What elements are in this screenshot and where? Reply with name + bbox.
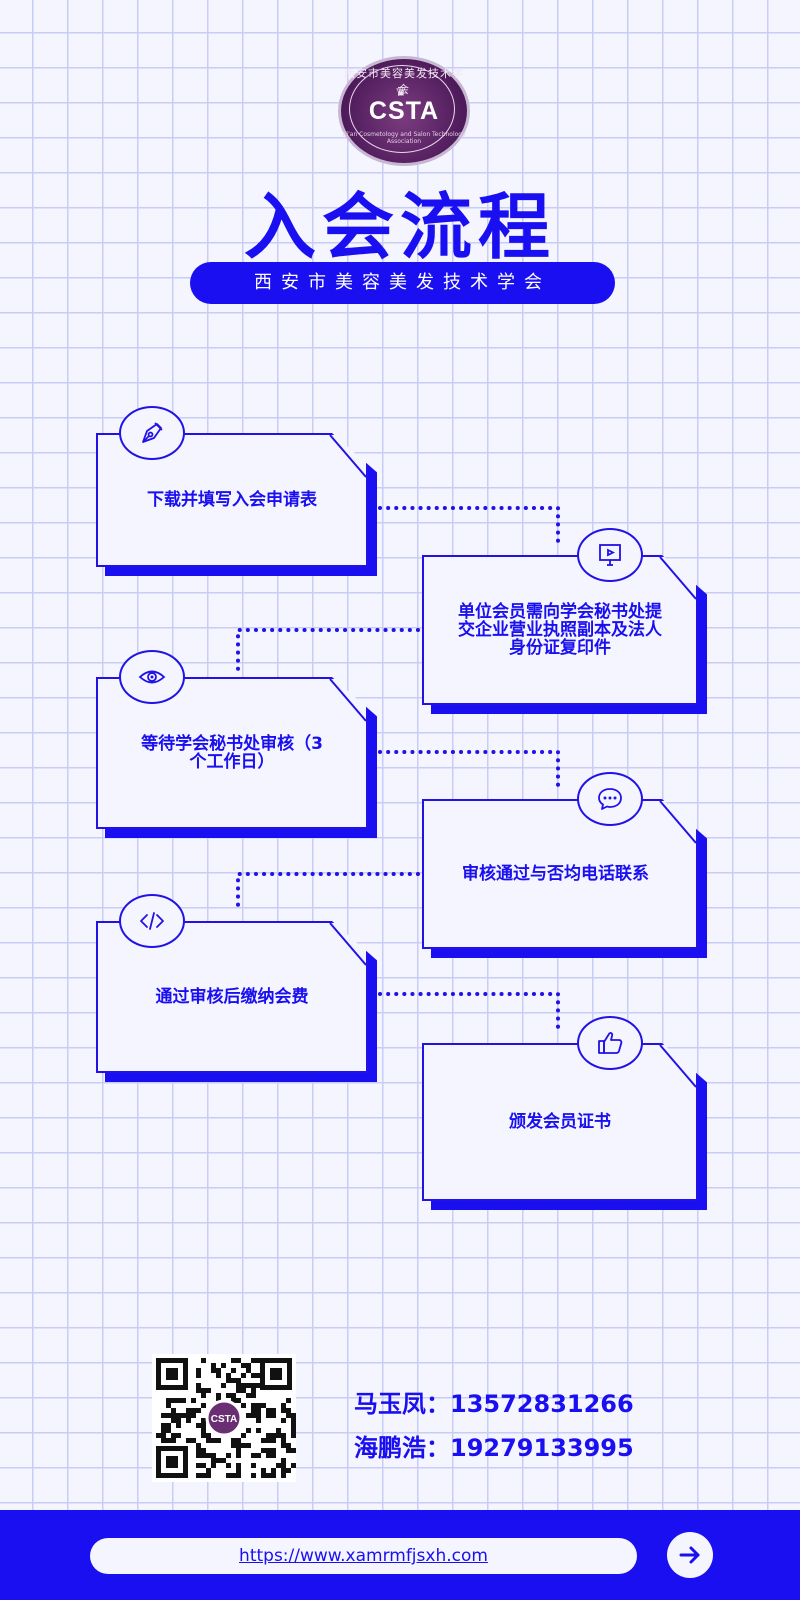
page-fold [658, 1043, 698, 1089]
qr-code: CSTA [152, 1354, 296, 1482]
qr-logo-text: CSTA [211, 1414, 237, 1425]
step-connectors [236, 506, 560, 1036]
website-link[interactable]: https://www.xamrmfjsxh.com [90, 1538, 637, 1574]
step-badge-1 [119, 406, 185, 460]
step-card-2: 单位会员需向学会秘书处提交企业营业执照副本及法人身份证复印件 [422, 555, 698, 705]
step-badge-2 [577, 528, 643, 582]
logo-csta-text: CSTA [368, 97, 440, 125]
page-fold [328, 921, 368, 967]
page-title: 入会流程 [243, 185, 556, 269]
connector-2-3 [236, 628, 420, 674]
arrow-right-icon [679, 1546, 700, 1564]
association-name-pill: 西安市美容美发技术学会 [190, 262, 615, 304]
contact-2: 海鹏浩：19279133995 [354, 1434, 634, 1462]
page-fold [328, 677, 368, 723]
csta-logo: 西安市美容美发技术学会 ♛ CSTA Xi'an Cosmetology and… [338, 56, 470, 166]
step-card-6: 颁发会员证书 [422, 1043, 698, 1201]
qr-logo [205, 1399, 243, 1437]
page-fold [658, 555, 698, 601]
page-fold [328, 433, 368, 479]
step-badge-5 [119, 894, 185, 948]
contact-1: 马玉凤：13572831266 [354, 1390, 634, 1418]
page-fold [658, 799, 698, 845]
go-button[interactable] [667, 1532, 713, 1578]
step-badge-6 [577, 1016, 643, 1070]
connector-5-6 [378, 992, 560, 1036]
step-text-1: 下载并填写入会申请表 [147, 490, 317, 510]
step-text-4: 审核通过与否均电话联系 [462, 864, 649, 884]
logo-ring [349, 65, 455, 153]
code-icon [140, 912, 164, 930]
connector-3-4 [378, 750, 560, 794]
step-text-6: 颁发会员证书 [509, 1112, 611, 1132]
connector-1-2 [378, 506, 560, 550]
step-badge-3 [119, 650, 185, 704]
connector-4-5 [236, 872, 420, 914]
logo-arc-text: 西安市美容美发技术学会 [344, 67, 464, 96]
step-text-5: 通过审核后缴纳会费 [155, 987, 309, 1007]
thumbs-up-icon [598, 1032, 623, 1054]
pen-nib-icon [142, 422, 163, 443]
logo-sub-text: Xi'an Cosmetology and Salon Technology A… [342, 131, 466, 145]
step-card-5: 通过审核后缴纳会费 [96, 921, 368, 1073]
step-card-4: 审核通过与否均电话联系 [422, 799, 698, 949]
presentation-icon [599, 544, 621, 566]
step-text-2: 单位会员需向学会秘书处提交企业营业执照副本及法人身份证复印件 [458, 602, 662, 658]
step-badge-4 [577, 772, 643, 826]
chat-bubble-icon [598, 788, 622, 810]
step-text-3: 等待学会秘书处审核（3个工作日） [141, 734, 323, 772]
crown-icon: ♛ [395, 85, 407, 100]
eye-icon [138, 670, 166, 684]
